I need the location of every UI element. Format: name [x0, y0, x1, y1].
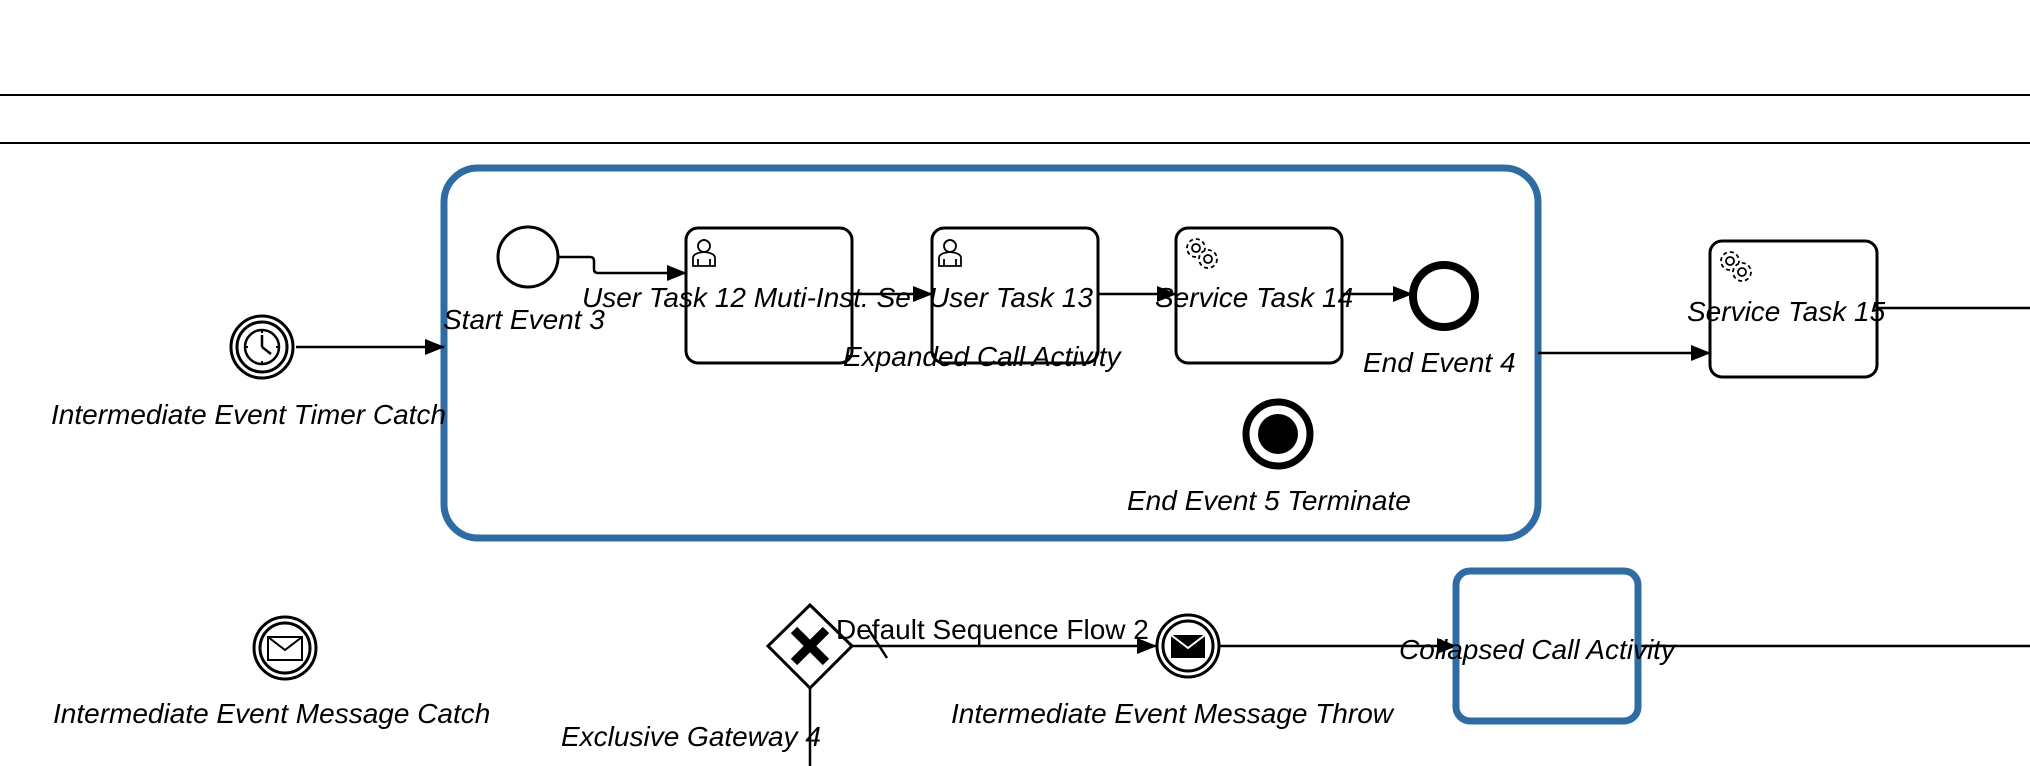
- service-task-14[interactable]: [1174, 226, 1344, 365]
- timer-catch-label: Intermediate Event Timer Catch: [51, 399, 446, 430]
- message-throw-label: Intermediate Event Message Throw: [951, 698, 1395, 729]
- user-task-13[interactable]: [930, 226, 1100, 365]
- end-event-5-terminate[interactable]: [1242, 398, 1314, 470]
- end-event-5-label: End Event 5 Terminate: [1127, 485, 1411, 516]
- end-event-4-label: End Event 4: [1363, 347, 1516, 378]
- expanded-call-activity-label: Expanded Call Activity: [843, 341, 1123, 372]
- start-event-3[interactable]: [496, 225, 560, 289]
- collapsed-call-activity-label: Collapsed Call Activity: [1399, 634, 1677, 665]
- exclusive-gateway-4[interactable]: [765, 602, 855, 691]
- default-flow-marker: [867, 629, 889, 659]
- intermediate-event-message-throw[interactable]: [1155, 613, 1221, 679]
- gear-icon: [1186, 238, 1218, 269]
- intermediate-event-timer-catch[interactable]: [229, 314, 295, 380]
- flow-start3-to-task12[interactable]: [558, 255, 687, 281]
- envelope-icon: [267, 636, 303, 661]
- user-task-12[interactable]: [684, 226, 854, 365]
- default-flow-2-label: Default Sequence Flow 2: [836, 614, 1149, 645]
- end-event-4[interactable]: [1409, 261, 1479, 331]
- user-icon: [692, 239, 716, 267]
- gear-icon: [1720, 251, 1752, 282]
- user-task-12-label: User Task 12 Muti-Inst. Se: [582, 282, 911, 313]
- x-mark-icon: [790, 626, 830, 666]
- service-task-15[interactable]: [1708, 239, 1879, 379]
- service-task-14-label: Service Task 14: [1155, 282, 1353, 313]
- clock-icon: [243, 328, 281, 366]
- user-icon: [938, 239, 962, 267]
- message-catch-label: Intermediate Event Message Catch: [53, 698, 490, 729]
- exclusive-gateway-4-label: Exclusive Gateway 4: [561, 721, 821, 752]
- service-task-15-label: Service Task 15: [1687, 296, 1886, 327]
- start-event-3-label: Start Event 3: [443, 304, 605, 335]
- intermediate-event-message-catch[interactable]: [252, 615, 318, 681]
- collapsed-call-activity[interactable]: [1452, 567, 1642, 725]
- envelope-icon: [1170, 634, 1206, 658]
- user-task-13-label: User Task 13: [929, 282, 1093, 313]
